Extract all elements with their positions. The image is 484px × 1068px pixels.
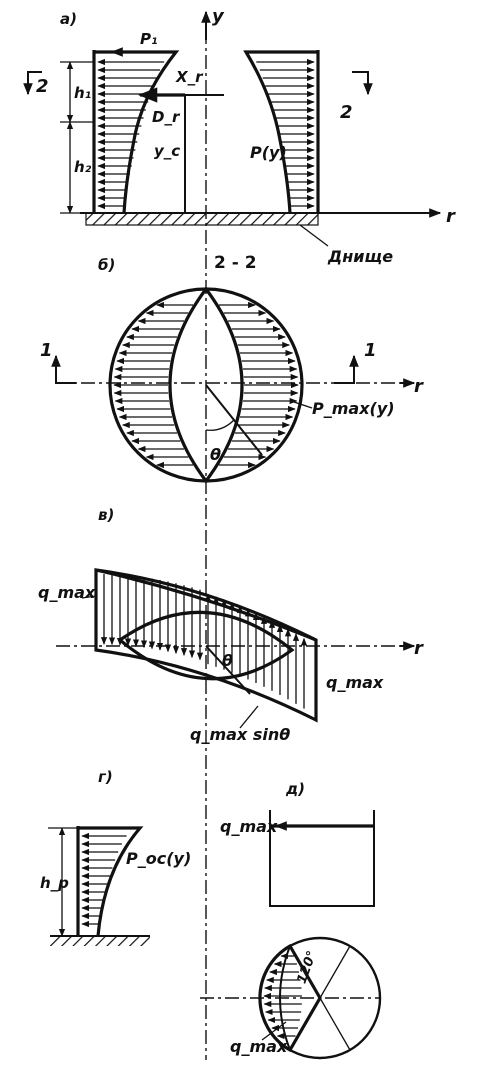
xr-label: X_r bbox=[175, 68, 204, 86]
panel-v: в) r θ q_max q_max q_max sinθ bbox=[38, 506, 424, 744]
circle-epure-arrows bbox=[113, 301, 299, 469]
section-1-right-label: 1 bbox=[364, 340, 377, 361]
y-axis-label: y bbox=[212, 6, 225, 27]
bottom-label: Днище bbox=[327, 247, 393, 266]
py-label: P(y) bbox=[250, 143, 287, 162]
section-1-left-label: 1 bbox=[40, 340, 53, 361]
panel-b-letter: б) bbox=[98, 256, 115, 274]
d-sector bbox=[258, 943, 322, 1053]
g-epure-curve bbox=[78, 826, 144, 937]
lens-epure bbox=[168, 286, 244, 484]
section-2-2-label: 2 - 2 bbox=[214, 253, 257, 273]
twist-band bbox=[94, 568, 318, 723]
bottom-plate bbox=[85, 212, 319, 226]
qmax-bottom-label: q_max bbox=[230, 1037, 288, 1056]
section-1-right-mark bbox=[334, 354, 359, 384]
yc-label: y_c bbox=[154, 142, 180, 160]
panel-a: а) y r Днище P₁ X_r D_r y_c h₁ h₂ bbox=[23, 6, 456, 1060]
panel-v-letter: в) bbox=[98, 506, 114, 524]
left-epure-curve bbox=[94, 50, 180, 214]
panel-g-letter: г) bbox=[98, 768, 113, 786]
right-epure-arrows bbox=[256, 58, 315, 210]
theta-v-label: θ bbox=[222, 651, 233, 670]
section-1-left-mark bbox=[51, 354, 76, 384]
pmax-label: P_max(y) bbox=[312, 399, 395, 418]
panel-b: б) 2 - 2 r 1 1 θ P_max(y) bbox=[40, 253, 424, 484]
dr-label: D_r bbox=[152, 108, 181, 126]
qmax-bottom-leader bbox=[261, 1021, 287, 1041]
d-radius-bottom bbox=[319, 997, 351, 1051]
panel-d: д) q_max 120° q_max bbox=[200, 780, 382, 1060]
theta-arc-b bbox=[205, 419, 235, 431]
d-radius-top bbox=[319, 945, 351, 999]
section-2-left-mark bbox=[23, 71, 42, 96]
qmax-sin-label: q_max sinθ bbox=[190, 725, 290, 744]
panel-d-letter: д) bbox=[285, 780, 305, 798]
qmax-left-label: q_max bbox=[38, 583, 96, 602]
poc-label: P_oc(y) bbox=[126, 849, 191, 868]
theta-b-label: θ bbox=[210, 445, 221, 464]
panel-g: г) h_p P_oc(y) bbox=[40, 768, 191, 946]
section-2-right-mark bbox=[352, 71, 373, 96]
bottom-leader bbox=[299, 224, 329, 247]
left-epure-arrows bbox=[97, 58, 165, 210]
section-2-right-label: 2 bbox=[340, 102, 353, 123]
r-axis-b-label: r bbox=[414, 376, 424, 397]
twist-lens bbox=[118, 610, 295, 681]
panel-a-letter: а) bbox=[60, 10, 77, 28]
theta-radius-v bbox=[205, 645, 251, 695]
d-box bbox=[269, 810, 375, 907]
g-epure-arrows bbox=[81, 832, 127, 928]
section-2-left-label: 2 bbox=[36, 76, 49, 97]
twist-arrows bbox=[100, 574, 308, 709]
pmax-leader bbox=[293, 401, 313, 409]
right-epure-curve bbox=[243, 50, 318, 214]
angle-label: 120° bbox=[295, 949, 321, 986]
d-sector-arrows bbox=[263, 952, 302, 1040]
qmax-right-label: q_max bbox=[326, 673, 384, 692]
h2-label: h₂ bbox=[74, 158, 92, 176]
hp-label: h_p bbox=[40, 874, 69, 892]
qmax-sin-leader bbox=[239, 705, 259, 729]
r-axis-a-label: r bbox=[446, 206, 456, 227]
r-axis-v-label: r bbox=[414, 638, 424, 659]
g-ground bbox=[50, 936, 150, 946]
qmax-top-label: q_max bbox=[220, 817, 278, 836]
h1-label: h₁ bbox=[74, 84, 91, 102]
p1-label: P₁ bbox=[140, 30, 158, 48]
qmax-left-leader bbox=[81, 595, 97, 599]
